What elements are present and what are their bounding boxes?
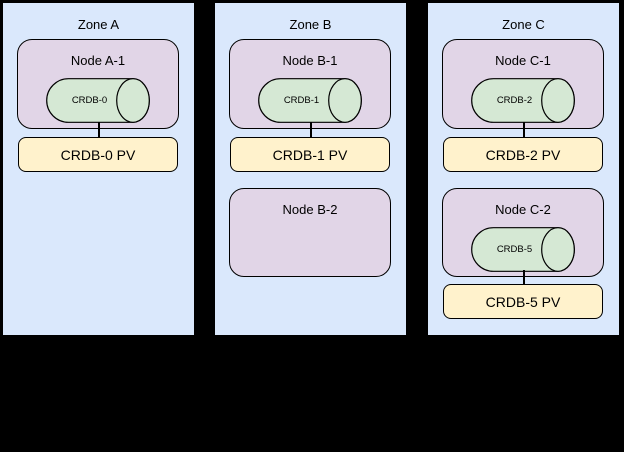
zone-a-label: Zone A	[77, 17, 120, 32]
node-b1-label: Node B-1	[282, 53, 338, 68]
node-b2-box: Node B-2	[229, 188, 391, 277]
connector-line-c2	[523, 270, 525, 285]
crdb-1-pv-label: CRDB-1 PV	[272, 146, 348, 163]
node-b1-box: Node B-1 CRDB-1	[229, 39, 391, 129]
connector-line-c1	[523, 122, 525, 137]
crdb-0-cylinder: CRDB-0	[46, 78, 150, 123]
node-a1-box: Node A-1 CRDB-0	[17, 39, 179, 129]
zone-a-container: Zone A Node A-1 CRDB-0 CRDB-0 PV	[2, 2, 195, 336]
connector-line-b1	[310, 122, 312, 137]
node-c2-label: Node C-2	[495, 202, 551, 217]
zone-b-container: Zone B Node B-1 CRDB-1 CRDB-1 PV Node B-…	[214, 2, 407, 336]
node-b2-label: Node B-2	[282, 202, 338, 217]
crdb-2-cylinder: CRDB-2	[471, 78, 575, 123]
database-cylinder-icon	[46, 78, 150, 123]
zone-c-label: Zone C	[502, 17, 545, 32]
crdb-5-cylinder: CRDB-5	[471, 227, 575, 272]
crdb-1-label: CRDB-1	[283, 95, 320, 106]
crdb-2-label: CRDB-2	[496, 95, 533, 106]
crdb-0-pv-label: CRDB-0 PV	[60, 146, 136, 163]
crdb-0-pv-box: CRDB-0 PV	[18, 137, 178, 172]
zone-b-label: Zone B	[289, 17, 332, 32]
connector-line-a1	[98, 122, 100, 137]
crdb-0-label: CRDB-0	[71, 95, 108, 106]
node-c1-box: Node C-1 CRDB-2	[442, 39, 604, 129]
crdb-5-pv-box: CRDB-5 PV	[443, 284, 603, 319]
crdb-1-pv-box: CRDB-1 PV	[230, 137, 390, 172]
node-c1-label: Node C-1	[495, 53, 551, 68]
database-cylinder-icon	[471, 227, 575, 272]
crdb-5-pv-label: CRDB-5 PV	[485, 293, 561, 310]
crdb-1-cylinder: CRDB-1	[258, 78, 362, 123]
zone-c-container: Zone C Node C-1 CRDB-2 CRDB-2 PV Node C-…	[427, 2, 620, 336]
crdb-5-label: CRDB-5	[496, 244, 533, 255]
database-cylinder-icon	[471, 78, 575, 123]
node-a1-label: Node A-1	[70, 53, 126, 68]
crdb-2-pv-label: CRDB-2 PV	[485, 146, 561, 163]
database-cylinder-icon	[258, 78, 362, 123]
crdb-2-pv-box: CRDB-2 PV	[443, 137, 603, 172]
node-c2-box: Node C-2 CRDB-5	[442, 188, 604, 277]
